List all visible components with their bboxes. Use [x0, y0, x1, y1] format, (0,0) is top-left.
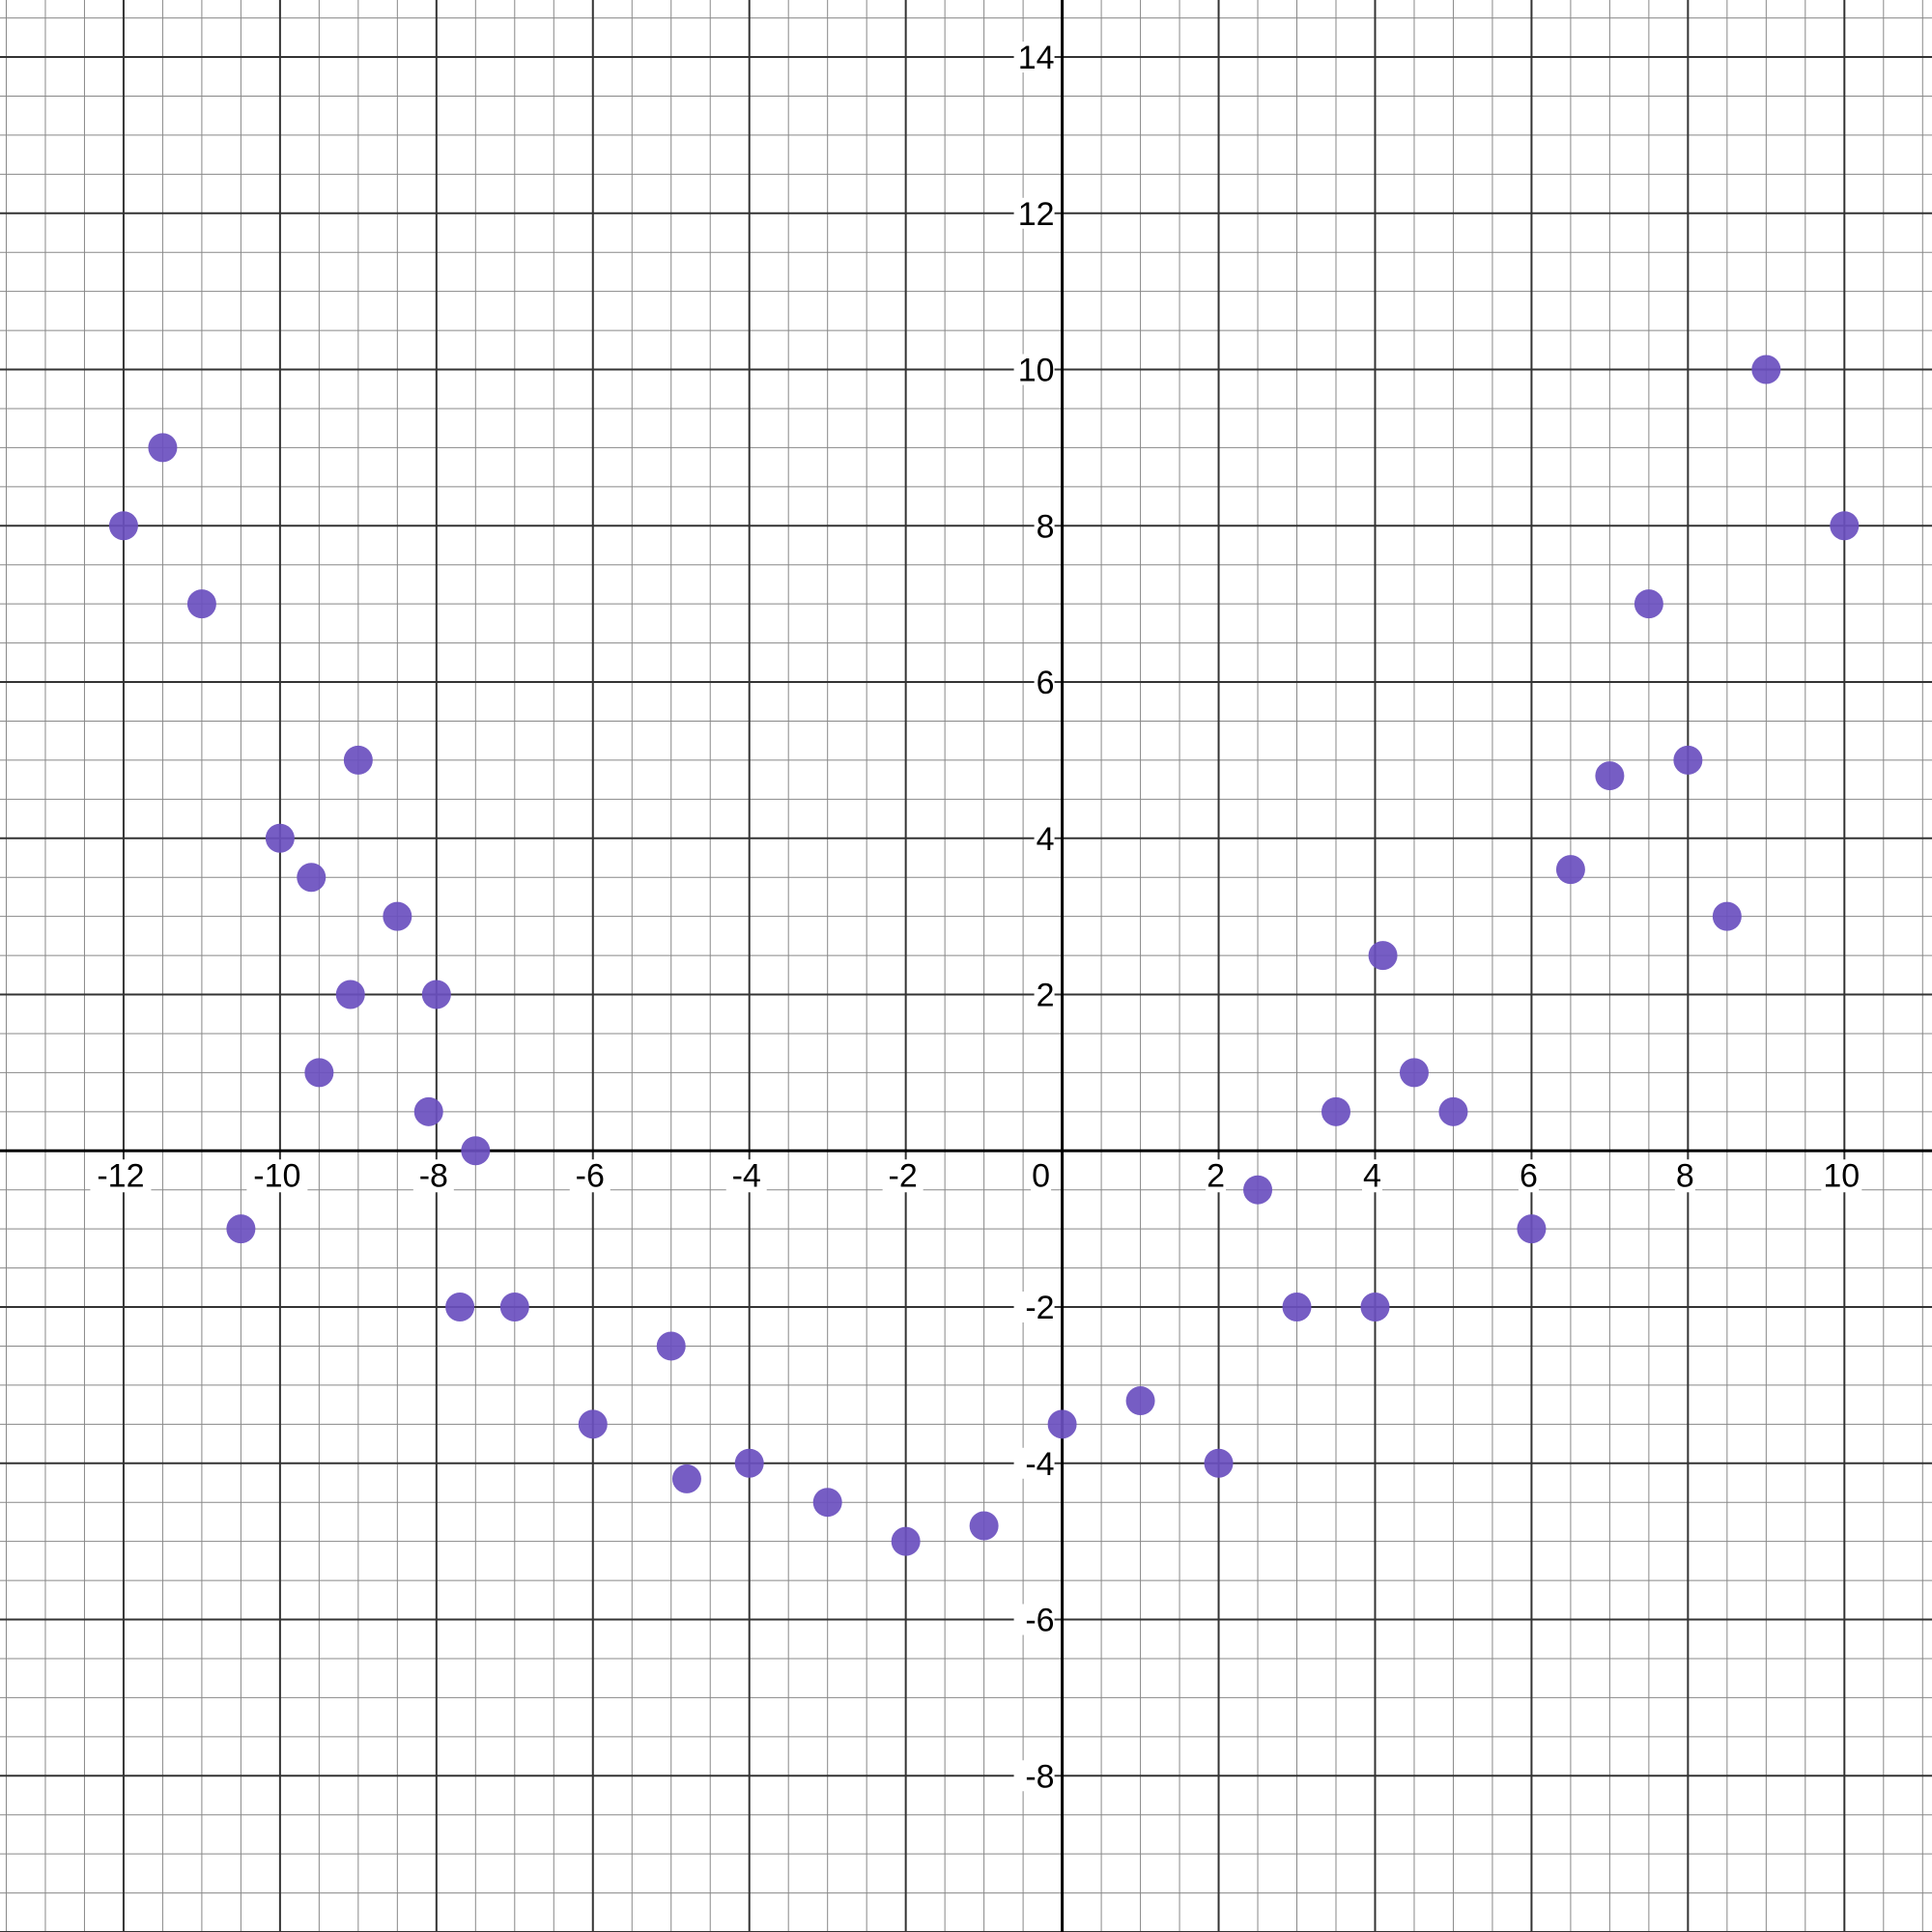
- y-tick-label: -6: [1025, 1603, 1054, 1639]
- data-point: [578, 1409, 608, 1439]
- y-tick-label-bg: [1013, 197, 1055, 229]
- y-tick-label-bg: [1013, 354, 1055, 385]
- data-point: [671, 1463, 701, 1493]
- data-point: [1368, 941, 1398, 971]
- y-tick-label: 2: [1037, 978, 1055, 1014]
- x-tick-label: -8: [419, 1157, 448, 1194]
- x-tick-label: 8: [1676, 1157, 1694, 1194]
- data-point: [1595, 761, 1625, 791]
- data-point: [499, 1293, 529, 1322]
- data-point: [891, 1526, 921, 1556]
- data-point: [1204, 1448, 1234, 1478]
- y-tick-label-bg: [1034, 979, 1055, 1010]
- data-point: [1047, 1409, 1077, 1439]
- data-point: [969, 1511, 999, 1541]
- y-tick-label-bg: [1013, 42, 1055, 73]
- data-point: [186, 589, 216, 619]
- y-tick-label-bg: [1034, 510, 1055, 542]
- data-point: [1360, 1293, 1390, 1322]
- y-tick-label: -4: [1025, 1446, 1054, 1483]
- x-tick-label: -4: [732, 1157, 761, 1194]
- data-point: [1673, 745, 1703, 775]
- y-tick-label-bg: [1034, 822, 1055, 854]
- data-point: [1282, 1293, 1312, 1322]
- x-tick-label-bg: [725, 1159, 767, 1193]
- data-point: [421, 980, 451, 1009]
- data-points: [108, 355, 1860, 1556]
- x-tick-label-bg: [882, 1159, 923, 1193]
- data-point: [1321, 1096, 1350, 1126]
- data-point: [226, 1214, 256, 1244]
- y-tick-label-bg: [1013, 1447, 1055, 1479]
- data-point: [445, 1293, 475, 1322]
- data-point: [304, 1058, 334, 1088]
- y-tick-label: 6: [1037, 665, 1055, 701]
- data-point: [1830, 511, 1860, 541]
- data-point: [812, 1488, 842, 1518]
- data-point: [1399, 1058, 1429, 1088]
- x-tick-label: 6: [1520, 1157, 1538, 1194]
- data-point: [148, 433, 178, 463]
- data-point: [108, 511, 138, 541]
- data-point: [1517, 1214, 1547, 1244]
- x-tick-label: 2: [1207, 1157, 1225, 1194]
- data-point: [1125, 1386, 1155, 1416]
- x-tick-label: -12: [97, 1157, 144, 1194]
- y-tick-label: 8: [1037, 508, 1055, 545]
- data-point: [1243, 1175, 1273, 1205]
- y-tick-label-bg: [1013, 1760, 1055, 1792]
- x-tick-label: -6: [576, 1157, 605, 1194]
- y-tick-label: -2: [1025, 1290, 1054, 1326]
- y-tick-label-bg: [1034, 667, 1055, 698]
- y-tick-label-bg: [1013, 1292, 1055, 1323]
- x-tick-label-bg: [1361, 1159, 1382, 1193]
- x-tick-label-bg: [90, 1159, 152, 1193]
- y-tick-label-bg: [1013, 1604, 1055, 1635]
- data-point: [734, 1448, 764, 1478]
- x-tick-label: 4: [1363, 1157, 1381, 1194]
- x-tick-label-bg: [412, 1159, 454, 1193]
- x-tick-label: 0: [1032, 1157, 1050, 1194]
- data-point: [461, 1136, 491, 1166]
- data-point: [1751, 355, 1781, 384]
- data-point: [383, 901, 412, 931]
- x-tick-label: 10: [1823, 1157, 1860, 1194]
- x-tick-label: -10: [253, 1157, 300, 1194]
- data-point: [656, 1331, 686, 1361]
- y-tick-label: 12: [1018, 196, 1055, 233]
- y-tick-label: 14: [1018, 40, 1055, 76]
- y-tick-label: 10: [1018, 353, 1055, 389]
- data-point: [413, 1096, 443, 1126]
- y-tick-label: -8: [1025, 1758, 1054, 1795]
- data-point: [335, 980, 365, 1009]
- x-tick-label-bg: [1674, 1159, 1695, 1193]
- data-point: [1555, 855, 1585, 885]
- data-point: [297, 863, 327, 893]
- tick-labels: -12 -10 -8 -6 -4 -2 0 2 4 6 8 10 -8 -6 -4 -2 2 4 6 8 10 12 14: [90, 40, 1862, 1795]
- data-point: [1712, 901, 1742, 931]
- x-tick-label-bg: [1031, 1159, 1052, 1193]
- x-tick-label-bg: [246, 1159, 308, 1193]
- data-point: [1634, 589, 1663, 619]
- data-point: [343, 745, 373, 775]
- data-point: [265, 823, 295, 853]
- x-tick-label-bg: [569, 1159, 611, 1193]
- x-tick-label-bg: [1821, 1159, 1862, 1193]
- x-tick-label: -2: [889, 1157, 918, 1194]
- y-tick-label: 4: [1037, 821, 1055, 858]
- x-tick-label-bg: [1518, 1159, 1539, 1193]
- data-point: [1438, 1096, 1468, 1126]
- x-tick-label-bg: [1206, 1159, 1227, 1193]
